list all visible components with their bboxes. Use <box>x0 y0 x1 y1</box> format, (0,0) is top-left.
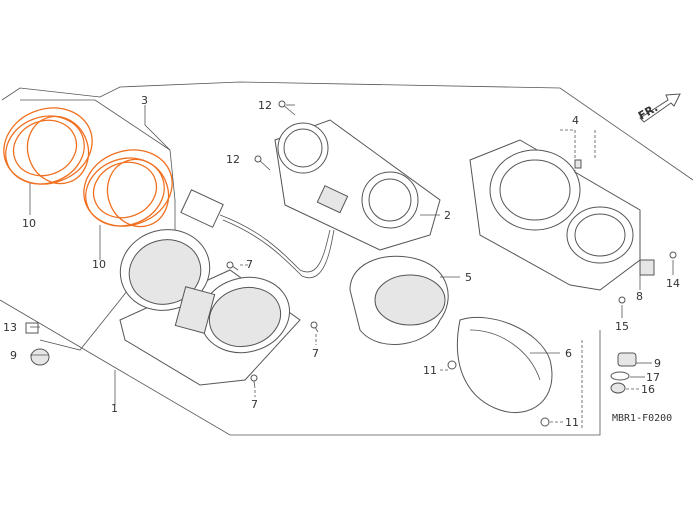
meter-case-1[interactable] <box>111 220 301 386</box>
bolt-13[interactable] <box>25 322 39 334</box>
callout-7[interactable]: 7 <box>251 398 258 411</box>
callout-2[interactable]: 2 <box>444 209 451 222</box>
callout-10[interactable]: 10 <box>22 217 36 230</box>
sub-assembly-3-boundary <box>20 99 176 351</box>
assembly-boundary <box>1 81 693 181</box>
cover-6[interactable] <box>456 316 553 414</box>
callout-12[interactable]: 12 <box>226 153 240 166</box>
ring-10-right[interactable] <box>73 138 183 238</box>
socket-8[interactable] <box>639 259 655 276</box>
callout-5[interactable]: 5 <box>465 271 472 284</box>
callout-15[interactable]: 15 <box>615 320 629 333</box>
visor-5[interactable] <box>349 255 449 345</box>
callout-7[interactable]: 7 <box>246 258 253 271</box>
callout-9[interactable]: 9 <box>10 349 17 362</box>
leader-lines <box>29 104 674 430</box>
screw-15[interactable] <box>618 296 626 304</box>
diagram-code: MBR1-F0200 <box>612 413 672 424</box>
screw-11-a[interactable] <box>447 360 457 370</box>
callout-6[interactable]: 6 <box>565 347 572 360</box>
callout-17[interactable]: 17 <box>646 371 660 384</box>
front-direction-arrow: FR. <box>636 93 681 123</box>
meter-unit-2[interactable] <box>274 119 441 251</box>
screw-7-c[interactable] <box>250 374 258 389</box>
callout-7[interactable]: 7 <box>312 347 319 360</box>
callout-10[interactable]: 10 <box>92 258 106 271</box>
screw-7-a[interactable] <box>226 261 239 271</box>
callout-8[interactable]: 8 <box>636 290 643 303</box>
screw-12-left[interactable] <box>254 155 271 171</box>
callout-1[interactable]: 1 <box>111 402 118 415</box>
rear-case[interactable] <box>469 139 641 291</box>
screw-7-b[interactable] <box>310 321 319 333</box>
grommet-9-right[interactable] <box>617 352 637 367</box>
callout-14[interactable]: 14 <box>666 277 680 290</box>
callout-3[interactable]: 3 <box>141 94 148 107</box>
nut-16[interactable] <box>610 382 626 394</box>
screw-14[interactable] <box>669 251 677 259</box>
callout-13[interactable]: 13 <box>3 321 17 334</box>
washer-17[interactable] <box>610 371 630 381</box>
callout-16[interactable]: 16 <box>641 383 655 396</box>
grommet-9-left[interactable] <box>30 348 50 366</box>
callout-9[interactable]: 9 <box>654 357 661 370</box>
screw-12-top[interactable] <box>278 100 296 116</box>
callout-4[interactable]: 4 <box>572 114 579 127</box>
callout-11[interactable]: 11 <box>565 416 579 429</box>
callout-12[interactable]: 12 <box>258 99 272 112</box>
callout-11[interactable]: 11 <box>423 364 437 377</box>
wire-harness <box>180 189 335 279</box>
ring-10-left[interactable] <box>0 96 103 196</box>
assembly-boundary-bottom <box>0 299 601 436</box>
screw-11-b[interactable] <box>540 417 550 427</box>
